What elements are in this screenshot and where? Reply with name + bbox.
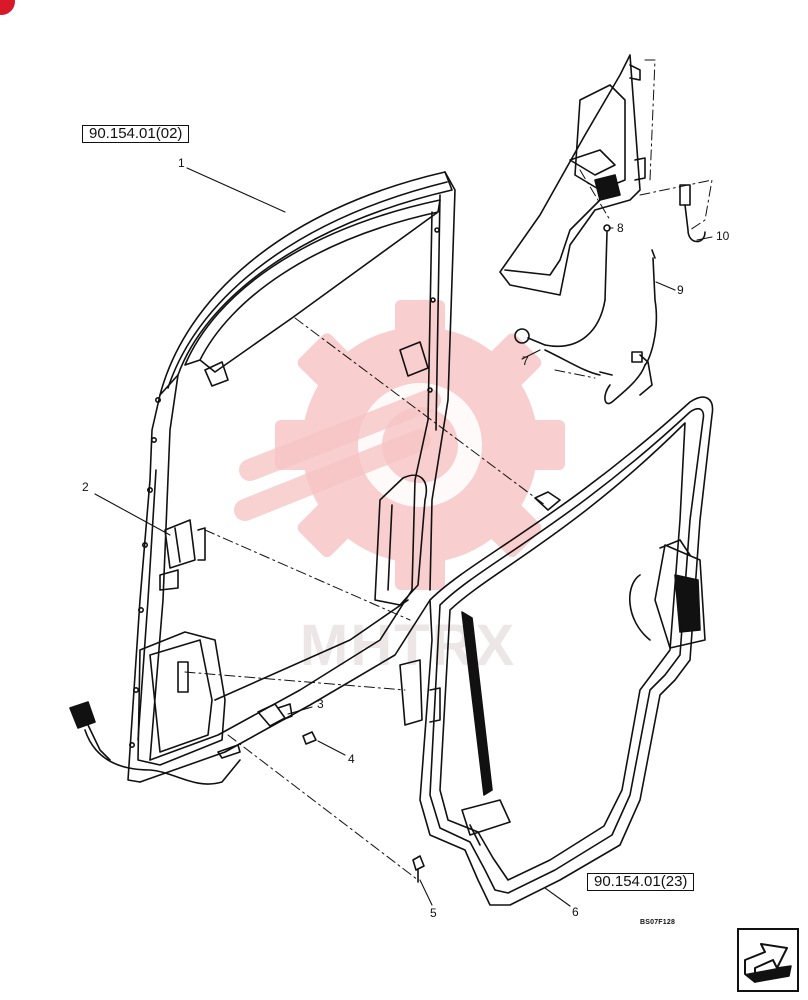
callout-6: 6 <box>572 905 579 919</box>
callout-2: 2 <box>82 480 89 494</box>
callout-9: 9 <box>677 283 684 297</box>
callout-8: 8 <box>617 221 624 235</box>
callout-3: 3 <box>317 697 324 711</box>
drawing-code: BS07F128 <box>640 919 676 926</box>
next-page-button[interactable] <box>737 928 799 992</box>
callout-5: 5 <box>430 906 437 920</box>
door-frame <box>69 171 456 785</box>
fasteners <box>302 731 425 883</box>
corner-trim-detail <box>499 54 706 405</box>
assembly-lines <box>184 59 713 881</box>
callout-10: 10 <box>716 229 730 243</box>
callout-7: 7 <box>522 354 529 368</box>
reference-box-bottom[interactable]: 90.154.01(23) <box>587 873 695 891</box>
callout-1: 1 <box>178 156 185 170</box>
door-glass <box>399 396 714 906</box>
next-page-arrow-icon <box>744 943 792 983</box>
reference-box-top[interactable]: 90.154.01(02) <box>82 125 190 143</box>
leader-lines <box>94 167 713 907</box>
callout-4: 4 <box>348 752 355 766</box>
